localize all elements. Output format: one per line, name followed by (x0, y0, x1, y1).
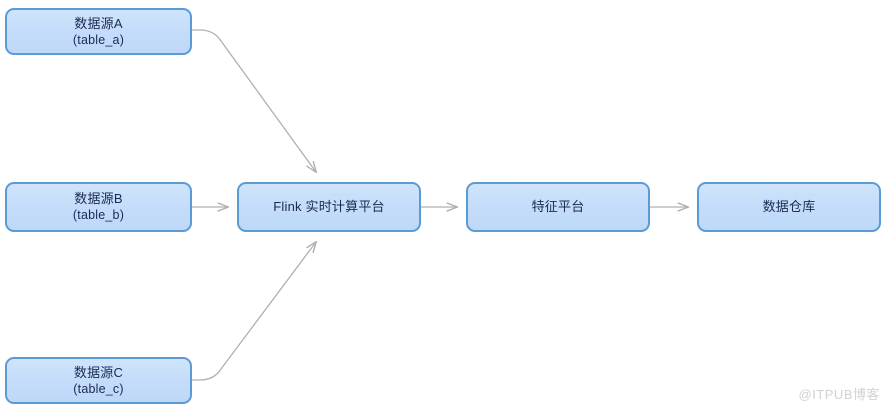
node-source-b-sublabel: (table_b) (72, 208, 125, 222)
watermark-text: @ITPUB博客 (798, 387, 880, 402)
node-source-c-label: 数据源C (73, 364, 124, 380)
node-data-warehouse-label: 数据仓库 (762, 199, 816, 214)
node-feature-platform-label: 特征平台 (531, 199, 585, 214)
node-flink-platform[interactable]: Flink 实时计算平台 (237, 182, 421, 232)
node-data-warehouse[interactable]: 数据仓库 (697, 182, 881, 232)
edge-c-to-flink (192, 240, 318, 381)
node-source-a-sublabel: (table_a) (72, 32, 125, 47)
node-source-c-sublabel: (table_c) (73, 381, 124, 396)
edge-a-to-flink (192, 29, 318, 174)
node-source-b-label: 数据源B (74, 191, 123, 206)
node-feature-platform[interactable]: 特征平台 (466, 182, 650, 232)
node-source-b[interactable]: 数据源B (table_b) (5, 182, 192, 232)
node-source-a-label: 数据源A (74, 15, 123, 31)
node-source-a[interactable]: 数据源A (table_a) (5, 8, 192, 55)
node-source-c[interactable]: 数据源C (table_c) (5, 357, 192, 404)
node-flink-platform-label: Flink 实时计算平台 (273, 199, 385, 214)
